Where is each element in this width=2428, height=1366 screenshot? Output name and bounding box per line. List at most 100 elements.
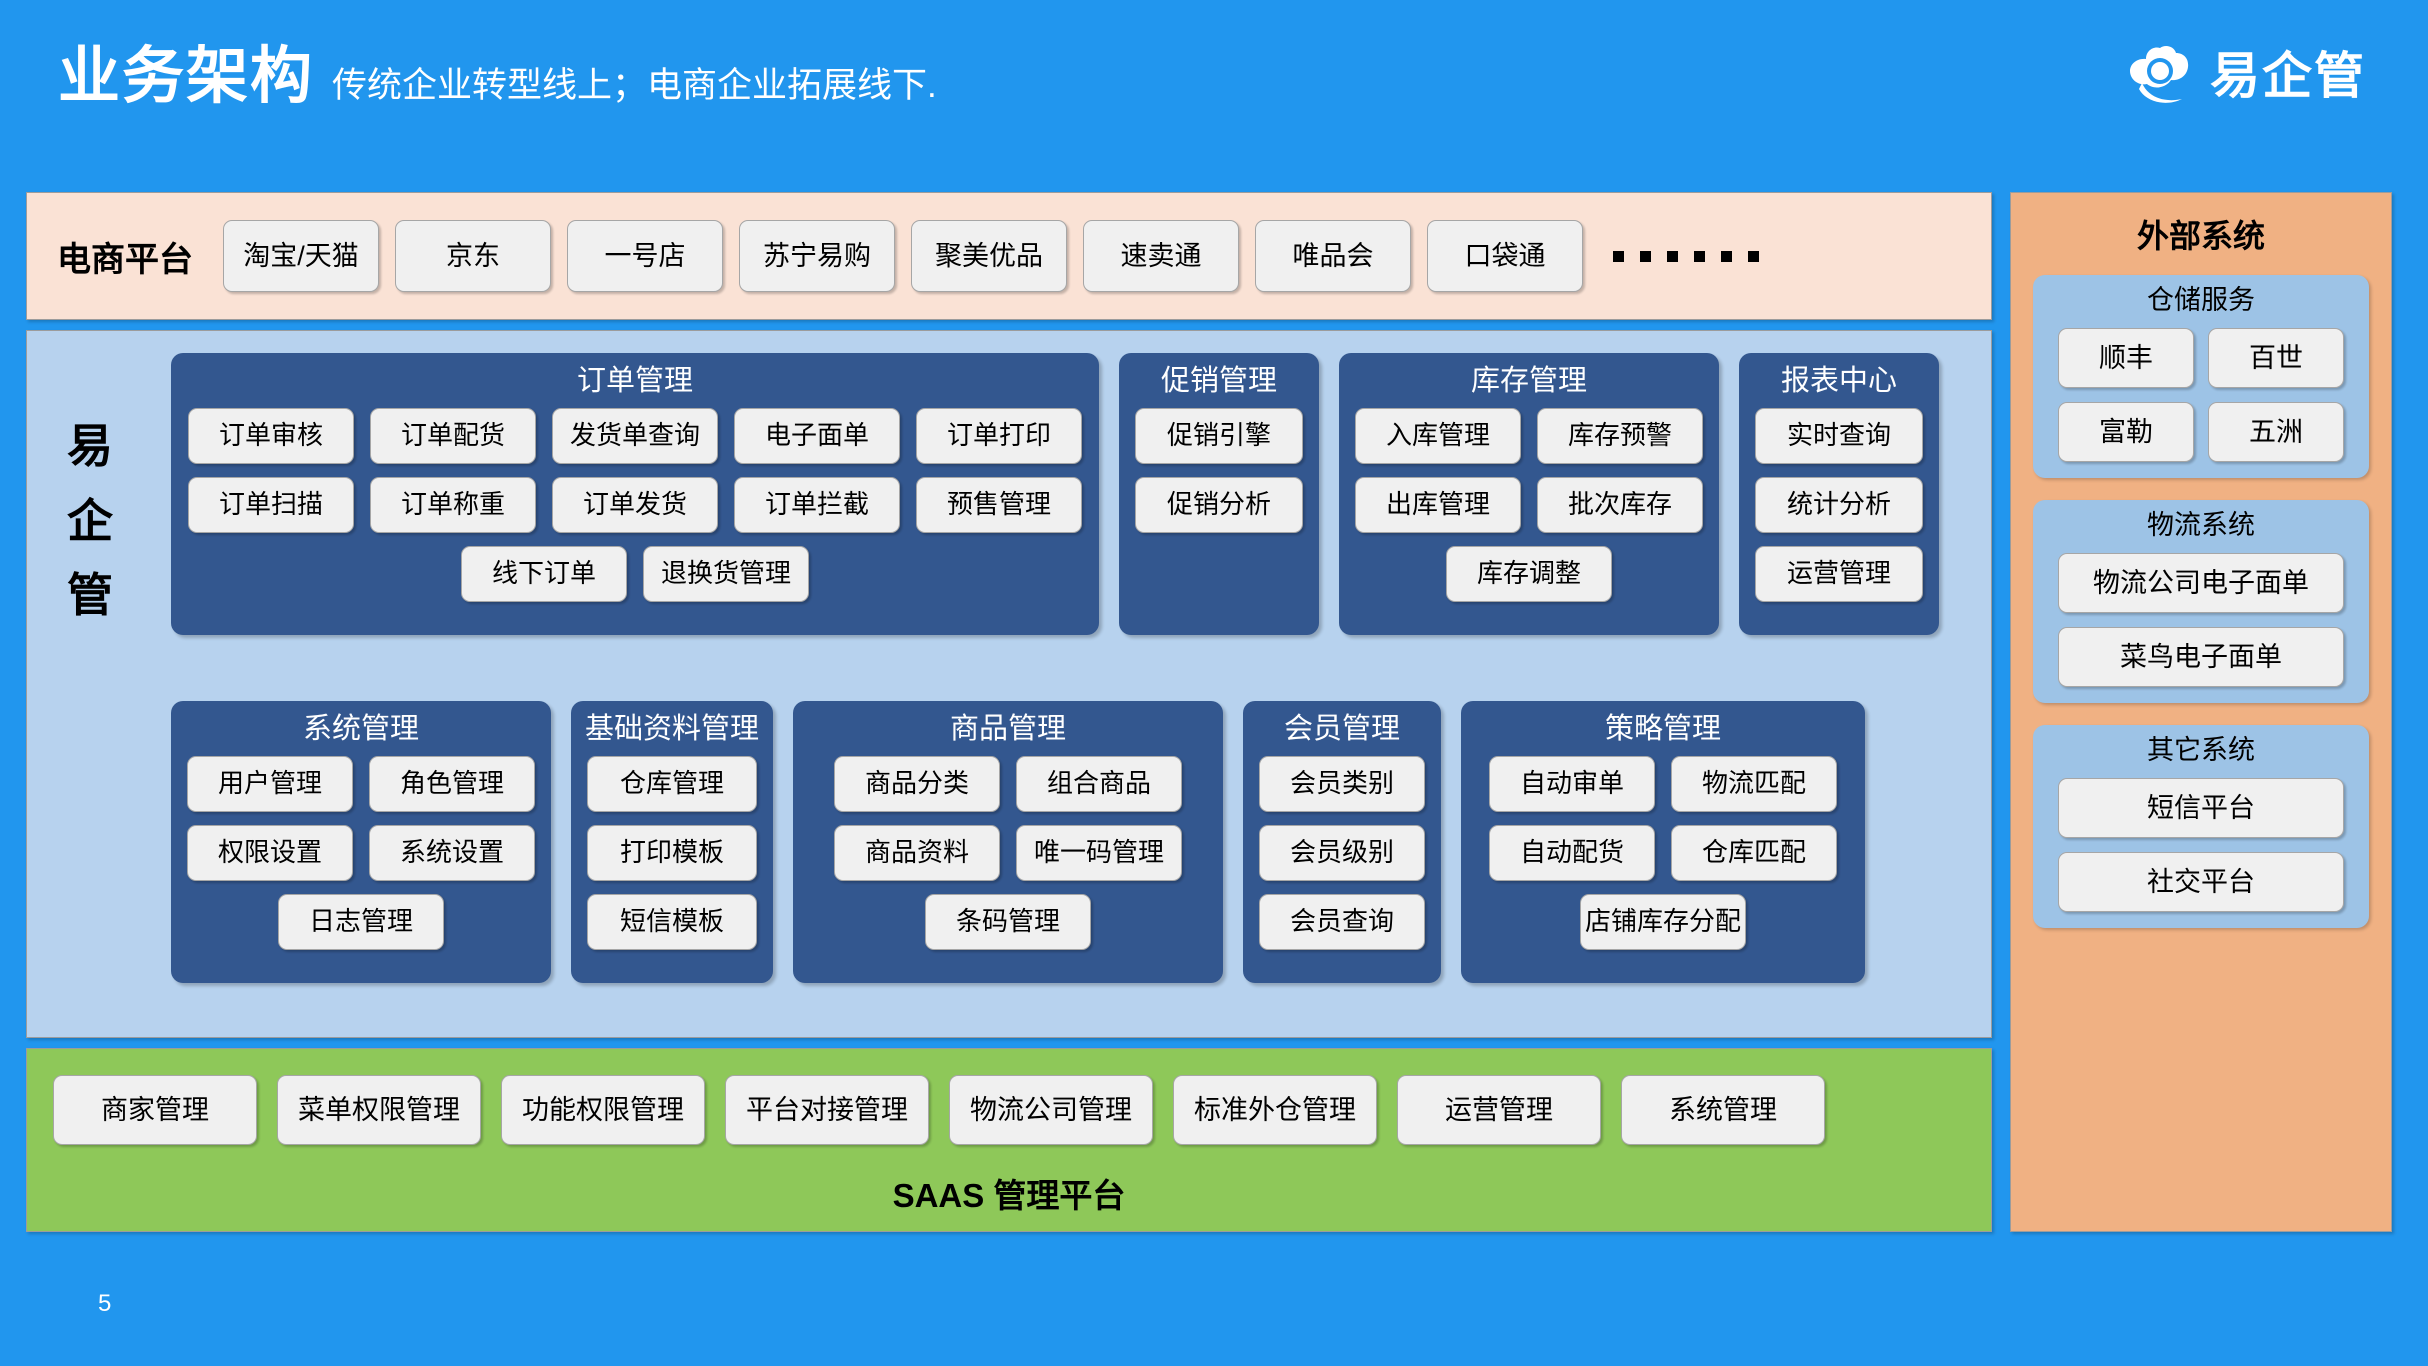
module-item-chip[interactable]: 用户管理 [187,756,353,812]
module-item-chip[interactable]: 订单打印 [916,408,1082,464]
module-inventory-management: 库存管理 入库管理库存预警出库管理批次库存库存调整 [1339,353,1719,635]
module-item-chip[interactable]: 订单扫描 [188,477,354,533]
module-item-chip[interactable]: 店铺库存分配 [1580,894,1746,950]
saas-item-chip[interactable]: 功能权限管理 [501,1075,705,1145]
module-item-chip[interactable]: 促销引擎 [1135,408,1303,464]
module-item-chip[interactable]: 退换货管理 [643,546,809,602]
module-item-chip[interactable]: 电子面单 [734,408,900,464]
module-item-chip[interactable]: 批次库存 [1537,477,1703,533]
external-group: 物流系统物流公司电子面单菜鸟电子面单 [2033,500,2369,703]
module-item-chip[interactable]: 库存调整 [1446,546,1612,602]
module-title: 系统管理 [302,713,419,745]
module-item-grid: 会员类别会员级别会员查询 [1243,756,1441,950]
module-title: 基础资料管理 [584,713,759,745]
module-item-chip[interactable]: 仓库匹配 [1671,825,1837,881]
saas-item-list: 商家管理菜单权限管理功能权限管理平台对接管理物流公司管理标准外仓管理运营管理系统… [53,1075,1825,1145]
module-title: 商品管理 [949,713,1066,745]
saas-item-chip[interactable]: 运营管理 [1397,1075,1601,1145]
module-item-chip[interactable]: 订单发货 [552,477,718,533]
module-item-grid: 入库管理库存预警出库管理批次库存库存调整 [1339,408,1719,602]
external-group-grid: 物流公司电子面单菜鸟电子面单 [2033,553,2369,687]
module-item-chip[interactable]: 自动审单 [1489,756,1655,812]
saas-item-chip[interactable]: 平台对接管理 [725,1075,929,1145]
external-item-chip[interactable]: 顺丰 [2058,328,2194,388]
module-system-management: 系统管理 用户管理角色管理权限设置系统设置日志管理 [171,701,551,983]
saas-item-chip[interactable]: 系统管理 [1621,1075,1825,1145]
ecommerce-platform-chip[interactable]: 京东 [395,220,551,292]
module-item-grid: 实时查询统计分析运营管理 [1739,408,1939,602]
ecommerce-platform-chip[interactable]: 速卖通 [1083,220,1239,292]
module-item-chip[interactable]: 系统设置 [369,825,535,881]
external-item-chip[interactable]: 短信平台 [2058,778,2344,838]
external-group-list: 仓储服务顺丰百世富勒五洲物流系统物流公司电子面单菜鸟电子面单其它系统短信平台社交… [2011,275,2391,928]
module-item-chip[interactable]: 出库管理 [1355,477,1521,533]
module-item-chip[interactable]: 商品资料 [834,825,1000,881]
saas-item-chip[interactable]: 物流公司管理 [949,1075,1153,1145]
module-item-chip[interactable]: 入库管理 [1355,408,1521,464]
core-vertical-label-char: 易 [67,420,113,472]
module-item-chip[interactable]: 订单配货 [370,408,536,464]
module-title: 会员管理 [1283,713,1400,745]
module-promotion-management: 促销管理 促销引擎促销分析 [1119,353,1319,635]
module-item-chip[interactable]: 物流匹配 [1671,756,1837,812]
module-report-center: 报表中心 实时查询统计分析运营管理 [1739,353,1939,635]
external-item-chip[interactable]: 社交平台 [2058,852,2344,912]
module-item-chip[interactable]: 线下订单 [461,546,627,602]
module-item-chip[interactable]: 打印模板 [587,825,757,881]
core-vertical-label-char: 管 [67,569,113,622]
module-item-chip[interactable]: 库存预警 [1537,408,1703,464]
ecommerce-platform-chip[interactable]: 淘宝/天猫 [223,220,379,292]
saas-platform-band: 商家管理菜单权限管理功能权限管理平台对接管理物流公司管理标准外仓管理运营管理系统… [26,1048,1992,1232]
external-systems-title: 外部系统 [2136,218,2265,254]
module-item-chip[interactable]: 会员类别 [1259,756,1425,812]
module-item-chip[interactable]: 条码管理 [925,894,1091,950]
module-item-chip[interactable]: 商品分类 [834,756,1000,812]
module-item-chip[interactable]: 会员级别 [1259,825,1425,881]
module-item-chip[interactable]: 短信模板 [587,894,757,950]
external-group-title: 其它系统 [2147,735,2255,765]
module-item-chip[interactable]: 预售管理 [916,477,1082,533]
ecommerce-platform-chip[interactable]: 唯品会 [1255,220,1411,292]
module-item-chip[interactable]: 实时查询 [1755,408,1923,464]
module-item-chip[interactable]: 订单称重 [370,477,536,533]
ellipsis-icon [1613,250,1759,262]
external-item-chip[interactable]: 菜鸟电子面单 [2058,627,2344,687]
saas-item-chip[interactable]: 菜单权限管理 [277,1075,481,1145]
module-item-chip[interactable]: 运营管理 [1755,546,1923,602]
saas-item-chip[interactable]: 商家管理 [53,1075,257,1145]
ecommerce-platform-chip[interactable]: 口袋通 [1427,220,1583,292]
ecommerce-platform-chip[interactable]: 聚美优品 [911,220,1067,292]
module-item-chip[interactable]: 会员查询 [1259,894,1425,950]
module-item-chip[interactable]: 自动配货 [1489,825,1655,881]
module-item-chip[interactable]: 仓库管理 [587,756,757,812]
module-item-chip[interactable]: 权限设置 [187,825,353,881]
external-item-chip[interactable]: 百世 [2208,328,2344,388]
module-item-chip[interactable]: 订单审核 [188,408,354,464]
core-vertical-label-char: 企 [67,494,113,547]
external-item-chip[interactable]: 富勒 [2058,402,2194,462]
core-vertical-label: 易企管 [47,409,133,633]
module-item-chip[interactable]: 发货单查询 [552,408,718,464]
module-item-chip[interactable]: 促销分析 [1135,477,1303,533]
page-header: 业务架构 传统企业转型线上；电商企业拓展线下. 易企管 [0,0,2428,180]
external-item-chip[interactable]: 物流公司电子面单 [2058,553,2344,613]
header-title-group: 业务架构 传统企业转型线上；电商企业拓展线下. [58,46,937,108]
module-item-chip[interactable]: 订单拦截 [734,477,900,533]
external-systems-panel: 外部系统 仓储服务顺丰百世富勒五洲物流系统物流公司电子面单菜鸟电子面单其它系统短… [2010,192,2392,1232]
module-basic-data-management: 基础资料管理 仓库管理打印模板短信模板 [571,701,773,983]
saas-item-chip[interactable]: 标准外仓管理 [1173,1075,1377,1145]
module-item-grid: 用户管理角色管理权限设置系统设置日志管理 [171,756,551,950]
module-item-chip[interactable]: 日志管理 [278,894,444,950]
module-item-chip[interactable]: 角色管理 [369,756,535,812]
external-group-grid: 短信平台社交平台 [2033,778,2369,912]
module-item-chip[interactable]: 唯一码管理 [1016,825,1182,881]
module-item-chip[interactable]: 统计分析 [1755,477,1923,533]
ecommerce-platform-chip[interactable]: 苏宁易购 [739,220,895,292]
external-item-chip[interactable]: 五洲 [2208,402,2344,462]
brand-logo-group: 易企管 [2126,45,2366,107]
external-group-title: 仓储服务 [2147,285,2255,315]
module-title: 库存管理 [1470,365,1587,397]
module-item-chip[interactable]: 组合商品 [1016,756,1182,812]
module-title: 订单管理 [576,365,693,397]
ecommerce-platform-chip[interactable]: 一号店 [567,220,723,292]
